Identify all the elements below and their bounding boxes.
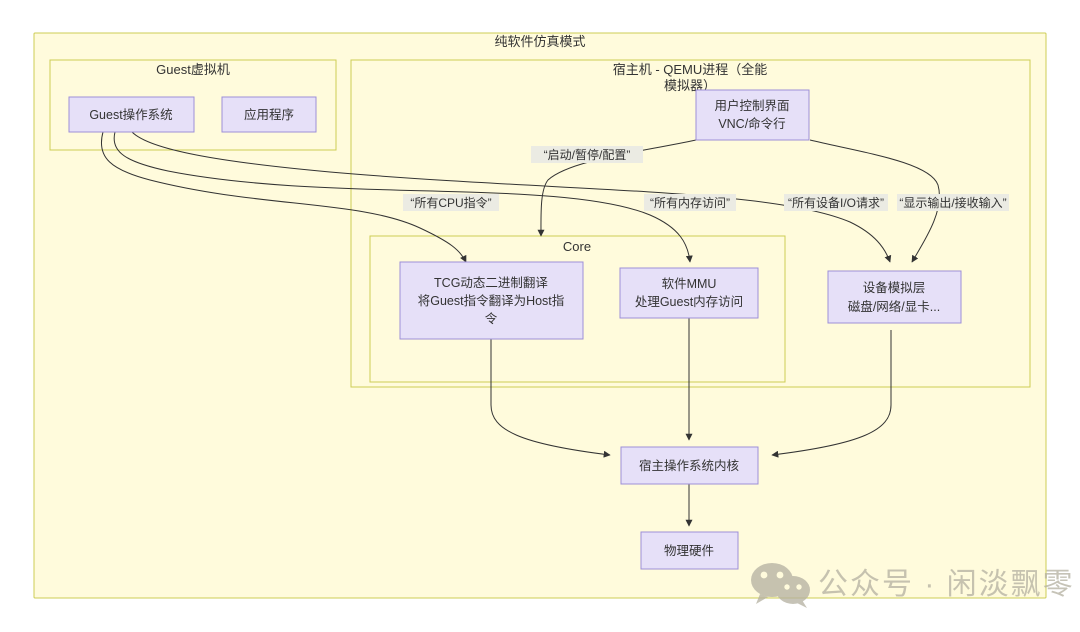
guest-vm-container-title: Guest虚拟机	[156, 62, 230, 77]
node-tcg-line1: TCG动态二进制翻译	[434, 276, 548, 290]
edge-label-start-pause-config: “启动/暂停/配置”	[531, 146, 643, 163]
edge-label-display-input-text: “显示输出/接收输入”	[899, 195, 1006, 210]
node-software-mmu-line1: 软件MMU	[662, 277, 717, 291]
edges-layer	[101, 131, 940, 527]
node-software-mmu-line2: 处理Guest内存访问	[635, 295, 743, 309]
node-device-emulation-line1: 设备模拟层	[863, 280, 926, 295]
watermark: 公众号 · 闲淡飘零	[751, 563, 1075, 608]
core-container-title: Core	[563, 239, 591, 254]
edge-guest-os-to-mmu	[113, 131, 693, 263]
node-host-kernel[interactable]: 宿主操作系统内核	[620, 446, 759, 485]
edge-ui-to-device	[809, 139, 940, 263]
edge-device-to-kernel	[771, 330, 892, 458]
node-physical-hardware-label: 物理硬件	[664, 544, 714, 558]
edge-label-all-device-io-text: “所有设备I/O请求”	[788, 196, 884, 210]
node-user-control-ui-line1: 用户控制界面	[714, 98, 789, 113]
node-guest-os-label: Guest操作系统	[89, 107, 172, 122]
node-tcg-line2: 将Guest指令翻译为Host指	[418, 293, 565, 308]
node-device-emulation[interactable]: 设备模拟层 磁盘/网络/显卡...	[827, 270, 962, 324]
edge-tcg-to-kernel	[490, 339, 611, 458]
node-user-control-ui[interactable]: 用户控制界面 VNC/命令行	[695, 89, 810, 141]
node-device-emulation-line2: 磁盘/网络/显卡...	[848, 299, 940, 314]
edge-guest-os-to-tcg	[101, 131, 467, 263]
node-tcg[interactable]: TCG动态二进制翻译 将Guest指令翻译为Host指 令	[399, 261, 584, 340]
edge-label-all-device-io: “所有设备I/O请求”	[784, 194, 888, 211]
host-qemu-container-title-line1: 宿主机 - QEMU进程（全能	[613, 62, 768, 77]
outer-container-title: 纯软件仿真模式	[494, 34, 585, 49]
wechat-logo-icon	[751, 563, 810, 608]
node-guest-os[interactable]: Guest操作系统	[68, 96, 195, 133]
node-app[interactable]: 应用程序	[221, 96, 317, 133]
node-software-mmu[interactable]: 软件MMU 处理Guest内存访问	[619, 267, 759, 319]
node-app-label: 应用程序	[244, 107, 294, 122]
host-qemu-container-title-line2: 模拟器）	[664, 78, 716, 93]
edge-label-start-pause-config-text: “启动/暂停/配置”	[544, 147, 631, 162]
node-host-kernel-label: 宿主操作系统内核	[639, 458, 740, 473]
edge-label-all-memory-access-text: “所有内存访问”	[650, 196, 730, 210]
edge-label-all-memory-access: “所有内存访问”	[644, 194, 736, 211]
edge-guest-os-to-device	[131, 131, 892, 263]
watermark-text: 公众号 · 闲淡飘零	[818, 568, 1075, 601]
edge-label-display-input: “显示输出/接收输入”	[897, 194, 1009, 211]
edge-label-all-cpu-instructions-text: “所有CPU指令”	[410, 195, 491, 210]
edge-ui-to-core	[537, 139, 697, 237]
edge-label-all-cpu-instructions: “所有CPU指令”	[403, 194, 499, 211]
node-tcg-line3: 令	[485, 311, 498, 326]
node-user-control-ui-line2: VNC/命令行	[718, 116, 785, 131]
node-physical-hardware[interactable]: 物理硬件	[640, 531, 739, 570]
